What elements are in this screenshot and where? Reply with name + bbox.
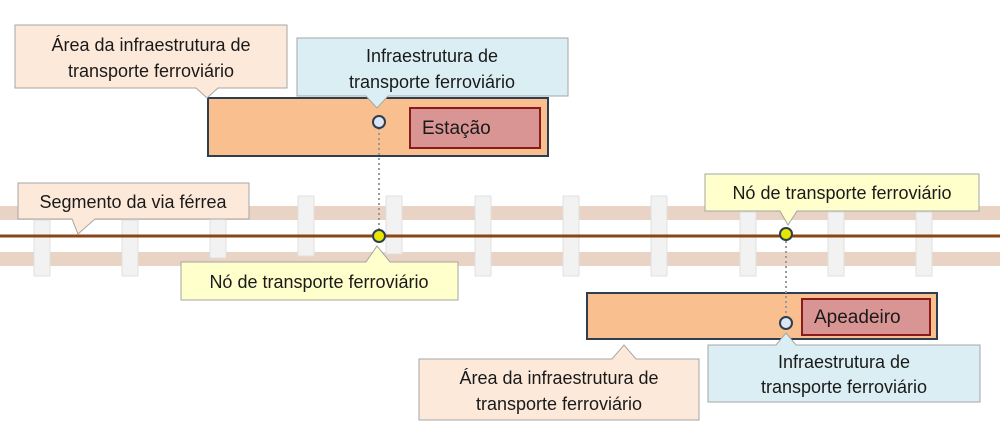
callout-area-bottom-line2: transporte ferroviário xyxy=(476,394,642,414)
halt-feature xyxy=(801,298,931,336)
callout-infra-bottom-line1: Infraestrutura de xyxy=(778,352,910,372)
callout-segment-text: Segmento da via férrea xyxy=(39,192,227,212)
sleeper xyxy=(827,211,845,277)
sleeper xyxy=(915,211,933,277)
callout-infra-bottom: Infraestrutura de transporte ferroviário xyxy=(707,332,981,403)
callout-infra-bottom-line2: transporte ferroviário xyxy=(761,377,927,397)
sleeper xyxy=(385,195,403,255)
sleeper xyxy=(297,195,315,257)
callout-infra-top: Infraestrutura de transporte ferroviário xyxy=(296,37,569,109)
station-label: Estação xyxy=(422,118,491,139)
callout-infra-top-line2: transporte ferroviário xyxy=(349,72,515,92)
sleeper xyxy=(121,219,139,277)
callout-area-top-line1: Área da infraestrutura de xyxy=(51,35,250,55)
callout-area-bottom: Área da infraestrutura de transporte fer… xyxy=(418,344,700,421)
callout-area-top: Área da infraestrutura de transporte fer… xyxy=(14,24,288,99)
railway-node-left xyxy=(372,229,386,243)
halt-label: Apeadeiro xyxy=(814,307,901,328)
callout-node-left: Nó de transporte ferroviário xyxy=(180,245,459,301)
callout-node-right-text: Nó de transporte ferroviário xyxy=(732,183,951,203)
callout-infra-top-line1: Infraestrutura de xyxy=(366,46,498,66)
callout-area-top-line2: transporte ferroviário xyxy=(68,61,234,81)
infrastructure-point-top xyxy=(372,115,386,129)
track-bed-lower xyxy=(0,252,1000,266)
sleeper xyxy=(33,219,51,277)
infrastructure-point-bottom xyxy=(779,316,793,330)
station-feature xyxy=(409,107,541,149)
railway-node-right xyxy=(779,227,793,241)
sleeper xyxy=(209,217,227,259)
callout-node-right: Nó de transporte ferroviário xyxy=(704,173,980,226)
callout-node-left-text: Nó de transporte ferroviário xyxy=(209,272,428,292)
sleeper xyxy=(739,211,757,277)
callout-area-bottom-line1: Área da infraestrutura de xyxy=(459,368,658,388)
callout-segment: Segmento da via férrea xyxy=(17,182,250,235)
